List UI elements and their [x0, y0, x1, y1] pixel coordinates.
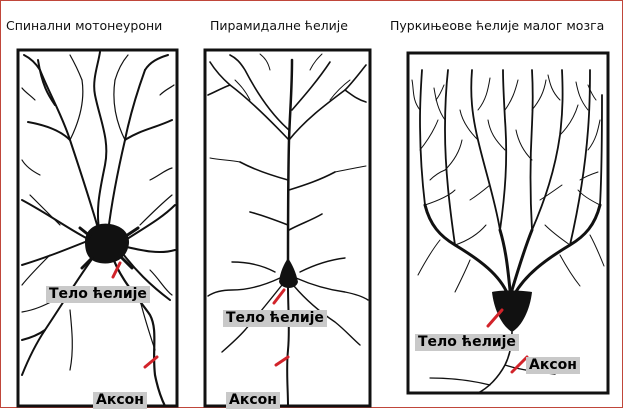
cell-body-label-pyramidal: Тело ћелије — [223, 310, 327, 327]
axon-label-pyramidal: Аксон — [226, 392, 280, 409]
axon-label-motoneuron: Аксон — [93, 392, 147, 409]
cell-body-label-motoneuron: Тело ћелије — [46, 286, 150, 303]
cell-body-label-purkinje: Тело ћелије — [415, 334, 519, 351]
axon-label-purkinje: Аксон — [526, 357, 580, 374]
